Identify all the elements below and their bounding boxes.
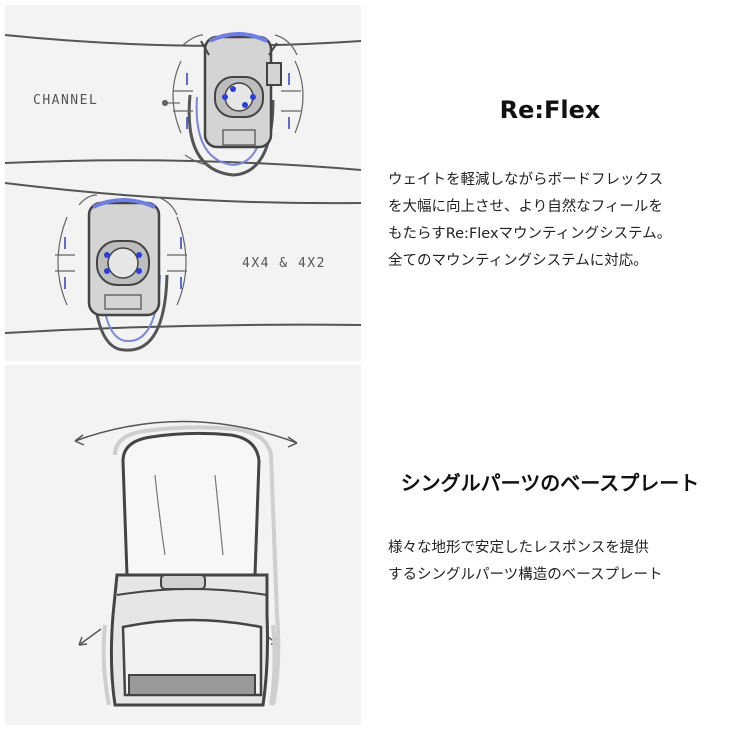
- reflex-description-line: 全てのマウンティングシステムに対応。: [388, 253, 648, 269]
- baseplate-description-line: 様々な地形で安定したレスポンスを提供: [388, 540, 649, 556]
- reflex-mount-diagram: [5, 32, 361, 352]
- reflex-illustration: CHANNEL 4X4 & 4X2: [5, 5, 361, 361]
- reflex-description: ウェイトを軽減しながらボードフレックス を大幅に向上させ、より自然なフィールを …: [388, 167, 723, 275]
- channel-binding: [187, 32, 282, 177]
- single-part-baseplate: [101, 573, 277, 707]
- reflex-description-line: ウェイトを軽減しながらボードフレックス: [388, 172, 664, 188]
- reflex-description-line: を大幅に向上させ、より自然なフィールを: [388, 199, 663, 215]
- reflex-title: Re:Flex: [499, 96, 601, 124]
- baseplate-description: 様々な地形で安定したレスポンスを提供 するシングルパーツ構造のベースプレート: [388, 535, 723, 589]
- baseplate-description-line: するシングルパーツ構造のベースプレート: [388, 567, 663, 583]
- baseplate-title: シングルパーツのベースプレート: [400, 471, 700, 495]
- baseplate-diagram: [74, 420, 298, 707]
- disc-binding: [87, 198, 169, 352]
- mount-4x4-4x2-label: 4X4 & 4X2: [242, 256, 326, 271]
- reflex-description-line: もたらすRe:Flexマウンティングシステム。: [388, 226, 672, 242]
- baseplate-illustration: [5, 365, 361, 725]
- highback: [121, 431, 261, 577]
- channel-label: CHANNEL: [33, 93, 99, 108]
